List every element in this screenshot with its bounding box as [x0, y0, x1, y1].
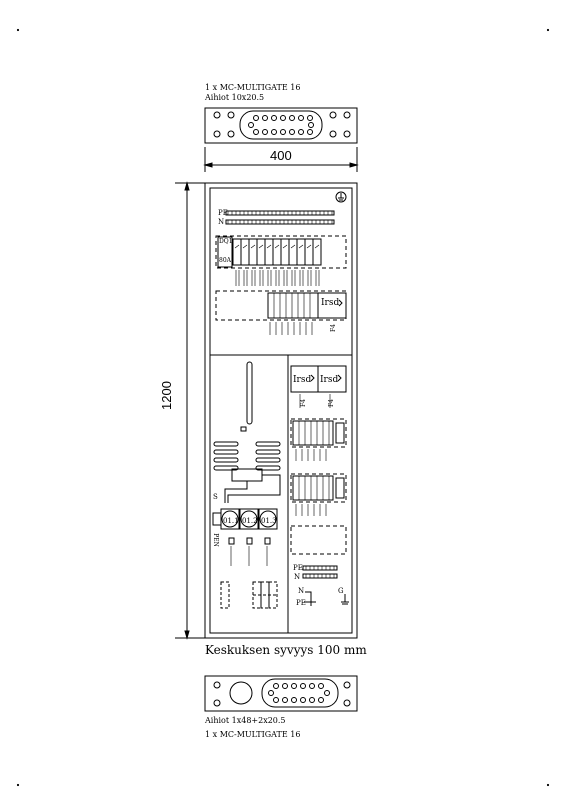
bottom-plate-line2: 1 x MC-MULTIGATE 16	[205, 730, 301, 739]
k3-label: 01.3	[261, 517, 277, 525]
rcd-tags	[299, 394, 331, 408]
din-rail-1	[215, 235, 347, 269]
enclosure-outer	[204, 182, 358, 639]
gland-hole	[343, 130, 351, 138]
gland-hole	[227, 111, 235, 119]
din-rail-2	[215, 290, 347, 321]
n-label: N	[218, 218, 225, 226]
gnd-label: G	[338, 587, 344, 595]
mcb-row-1	[232, 238, 322, 266]
multigate-bottom-holes	[268, 683, 330, 703]
pe-label: PE	[218, 209, 228, 217]
multigate-bottom	[261, 678, 339, 708]
mcb-block-2-dividers	[273, 293, 311, 318]
fuse-base	[246, 537, 253, 545]
irsd-label-2: Irsd	[293, 375, 312, 385]
rcd-1	[317, 292, 347, 319]
top-plate-line2: Aihiot 10x20.5	[205, 93, 265, 102]
contactor-01-1	[220, 508, 240, 530]
ground-symbol	[341, 594, 349, 605]
depth-note: Keskuksen syvyys 100 mm	[205, 643, 367, 657]
gland-hole	[329, 130, 337, 138]
earth-symbol	[335, 191, 347, 203]
corner-mark	[546, 28, 550, 32]
corner-mark	[546, 783, 550, 787]
fuse-base	[228, 537, 235, 545]
meter-rod	[246, 361, 253, 425]
multigate-top	[239, 110, 323, 140]
n-pe-link	[304, 591, 316, 606]
n-label-2: N	[294, 573, 301, 581]
main-switch-dq1	[217, 236, 233, 268]
meter-terminals	[213, 441, 281, 471]
dq1-rating: 80A	[219, 257, 231, 264]
gland-hole	[329, 111, 337, 119]
mcb-block-2	[267, 292, 319, 319]
mcb-group-7	[292, 475, 334, 501]
k1-label: 01.1	[223, 517, 239, 525]
spare-rail	[290, 525, 347, 555]
irsd-label-1: Irsd	[321, 298, 340, 308]
n-label-3: N	[298, 587, 305, 595]
corner-mark	[16, 783, 20, 787]
meter-block	[231, 468, 263, 482]
meter-wiring	[224, 474, 281, 503]
gland-hole	[213, 130, 221, 138]
gland-hole	[343, 111, 351, 119]
height-arrows	[184, 181, 190, 640]
width-dimension-label: 400	[270, 148, 292, 163]
fuse-base	[264, 537, 271, 545]
corner-mark	[16, 28, 20, 32]
terminal-block-7	[335, 477, 345, 499]
top-gland-plate	[204, 107, 358, 144]
mcb-row-2-tags	[269, 322, 313, 335]
gland-hole	[213, 681, 221, 689]
pe-label-2: PE	[293, 564, 303, 572]
large-gland-hole	[229, 681, 253, 705]
mcb-group-6	[292, 420, 334, 446]
k2-label: 01.2	[242, 517, 258, 525]
irsd-label-3: Irsd	[320, 375, 339, 385]
s-label: S	[213, 493, 218, 501]
contactor-01-3	[258, 508, 278, 530]
contactor-01-2	[239, 508, 259, 530]
gland-hole	[343, 699, 351, 707]
multigate-top-holes	[248, 115, 314, 135]
top-plate-line1: 1 x MC-MULTIGATE 16	[205, 83, 301, 92]
gland-hole	[213, 699, 221, 707]
spare-module	[220, 581, 230, 609]
mcb-row-1-tags	[235, 270, 320, 286]
gland-hole	[227, 130, 235, 138]
width-arrows	[203, 162, 359, 168]
dq1-label: DQ1	[219, 238, 233, 245]
bottom-gland-plate	[204, 675, 358, 712]
terminal-block-6	[335, 422, 345, 444]
bottom-plate-line1: Aihiot 1x48+2x20.5	[205, 716, 286, 725]
pe-label-3: PE	[296, 599, 306, 607]
fuse-tags	[230, 546, 268, 566]
enclosure-inner	[209, 187, 353, 634]
pen-terminal	[212, 512, 222, 526]
meter-clip	[240, 426, 247, 432]
gland-hole	[213, 111, 221, 119]
n-bar-2	[302, 573, 338, 579]
pe-bar-2	[302, 565, 338, 571]
bar-terminals	[227, 211, 333, 224]
gland-hole	[343, 681, 351, 689]
